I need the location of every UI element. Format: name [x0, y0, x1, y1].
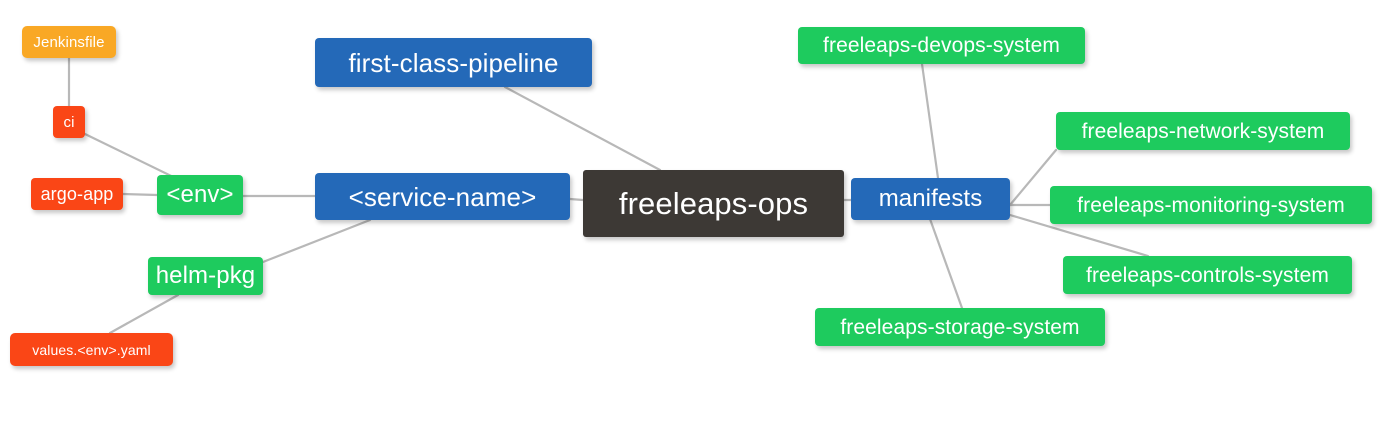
node-label: Jenkinsfile: [33, 33, 105, 51]
edge-firstclasspipeline-root: [503, 85, 662, 172]
node-label: values.<env>.yaml: [32, 341, 151, 358]
node-label: <service-name>: [348, 181, 537, 212]
node-label: manifests: [878, 185, 983, 212]
edge-manifests-devops: [920, 62, 940, 180]
edge-argoapp-env: [121, 192, 159, 197]
node-label: freeleaps-monitoring-system: [1077, 193, 1345, 217]
node-first-class-pipeline[interactable]: first-class-pipeline: [315, 38, 592, 87]
node-freeleaps-ops[interactable]: freeleaps-ops: [583, 170, 844, 237]
edge-helmpkg-servicename: [261, 218, 372, 264]
node-values-yaml[interactable]: values.<env>.yaml: [10, 333, 173, 366]
node-label: freeleaps-storage-system: [840, 315, 1080, 339]
edge-servicename-root: [568, 197, 585, 202]
node-freeleaps-monitoring-system[interactable]: freeleaps-monitoring-system: [1050, 186, 1372, 224]
node-argo-app[interactable]: argo-app: [31, 178, 123, 210]
node-freeleaps-network-system[interactable]: freeleaps-network-system: [1056, 112, 1350, 150]
node-service-name[interactable]: <service-name>: [315, 173, 570, 220]
node-label: freeleaps-ops: [618, 186, 809, 221]
node-env[interactable]: <env>: [157, 175, 243, 215]
node-label: ci: [63, 113, 75, 131]
node-label: <env>: [166, 181, 234, 208]
node-label: freeleaps-controls-system: [1086, 263, 1329, 287]
edge-valuesyaml-helmpkg: [108, 293, 180, 335]
node-label: argo-app: [40, 184, 114, 204]
node-ci[interactable]: ci: [53, 106, 85, 138]
node-label: freeleaps-devops-system: [823, 34, 1060, 57]
node-freeleaps-storage-system[interactable]: freeleaps-storage-system: [815, 308, 1105, 346]
node-label: first-class-pipeline: [348, 47, 559, 78]
node-helm-pkg[interactable]: helm-pkg: [148, 257, 263, 295]
node-manifests[interactable]: manifests: [851, 178, 1010, 220]
node-freeleaps-devops-system[interactable]: freeleaps-devops-system: [798, 27, 1085, 64]
node-freeleaps-controls-system[interactable]: freeleaps-controls-system: [1063, 256, 1352, 294]
node-label: freeleaps-network-system: [1081, 119, 1325, 143]
node-label: helm-pkg: [155, 262, 256, 289]
edge-manifests-storage: [928, 217, 964, 310]
node-jenkinsfile[interactable]: Jenkinsfile: [22, 26, 116, 58]
